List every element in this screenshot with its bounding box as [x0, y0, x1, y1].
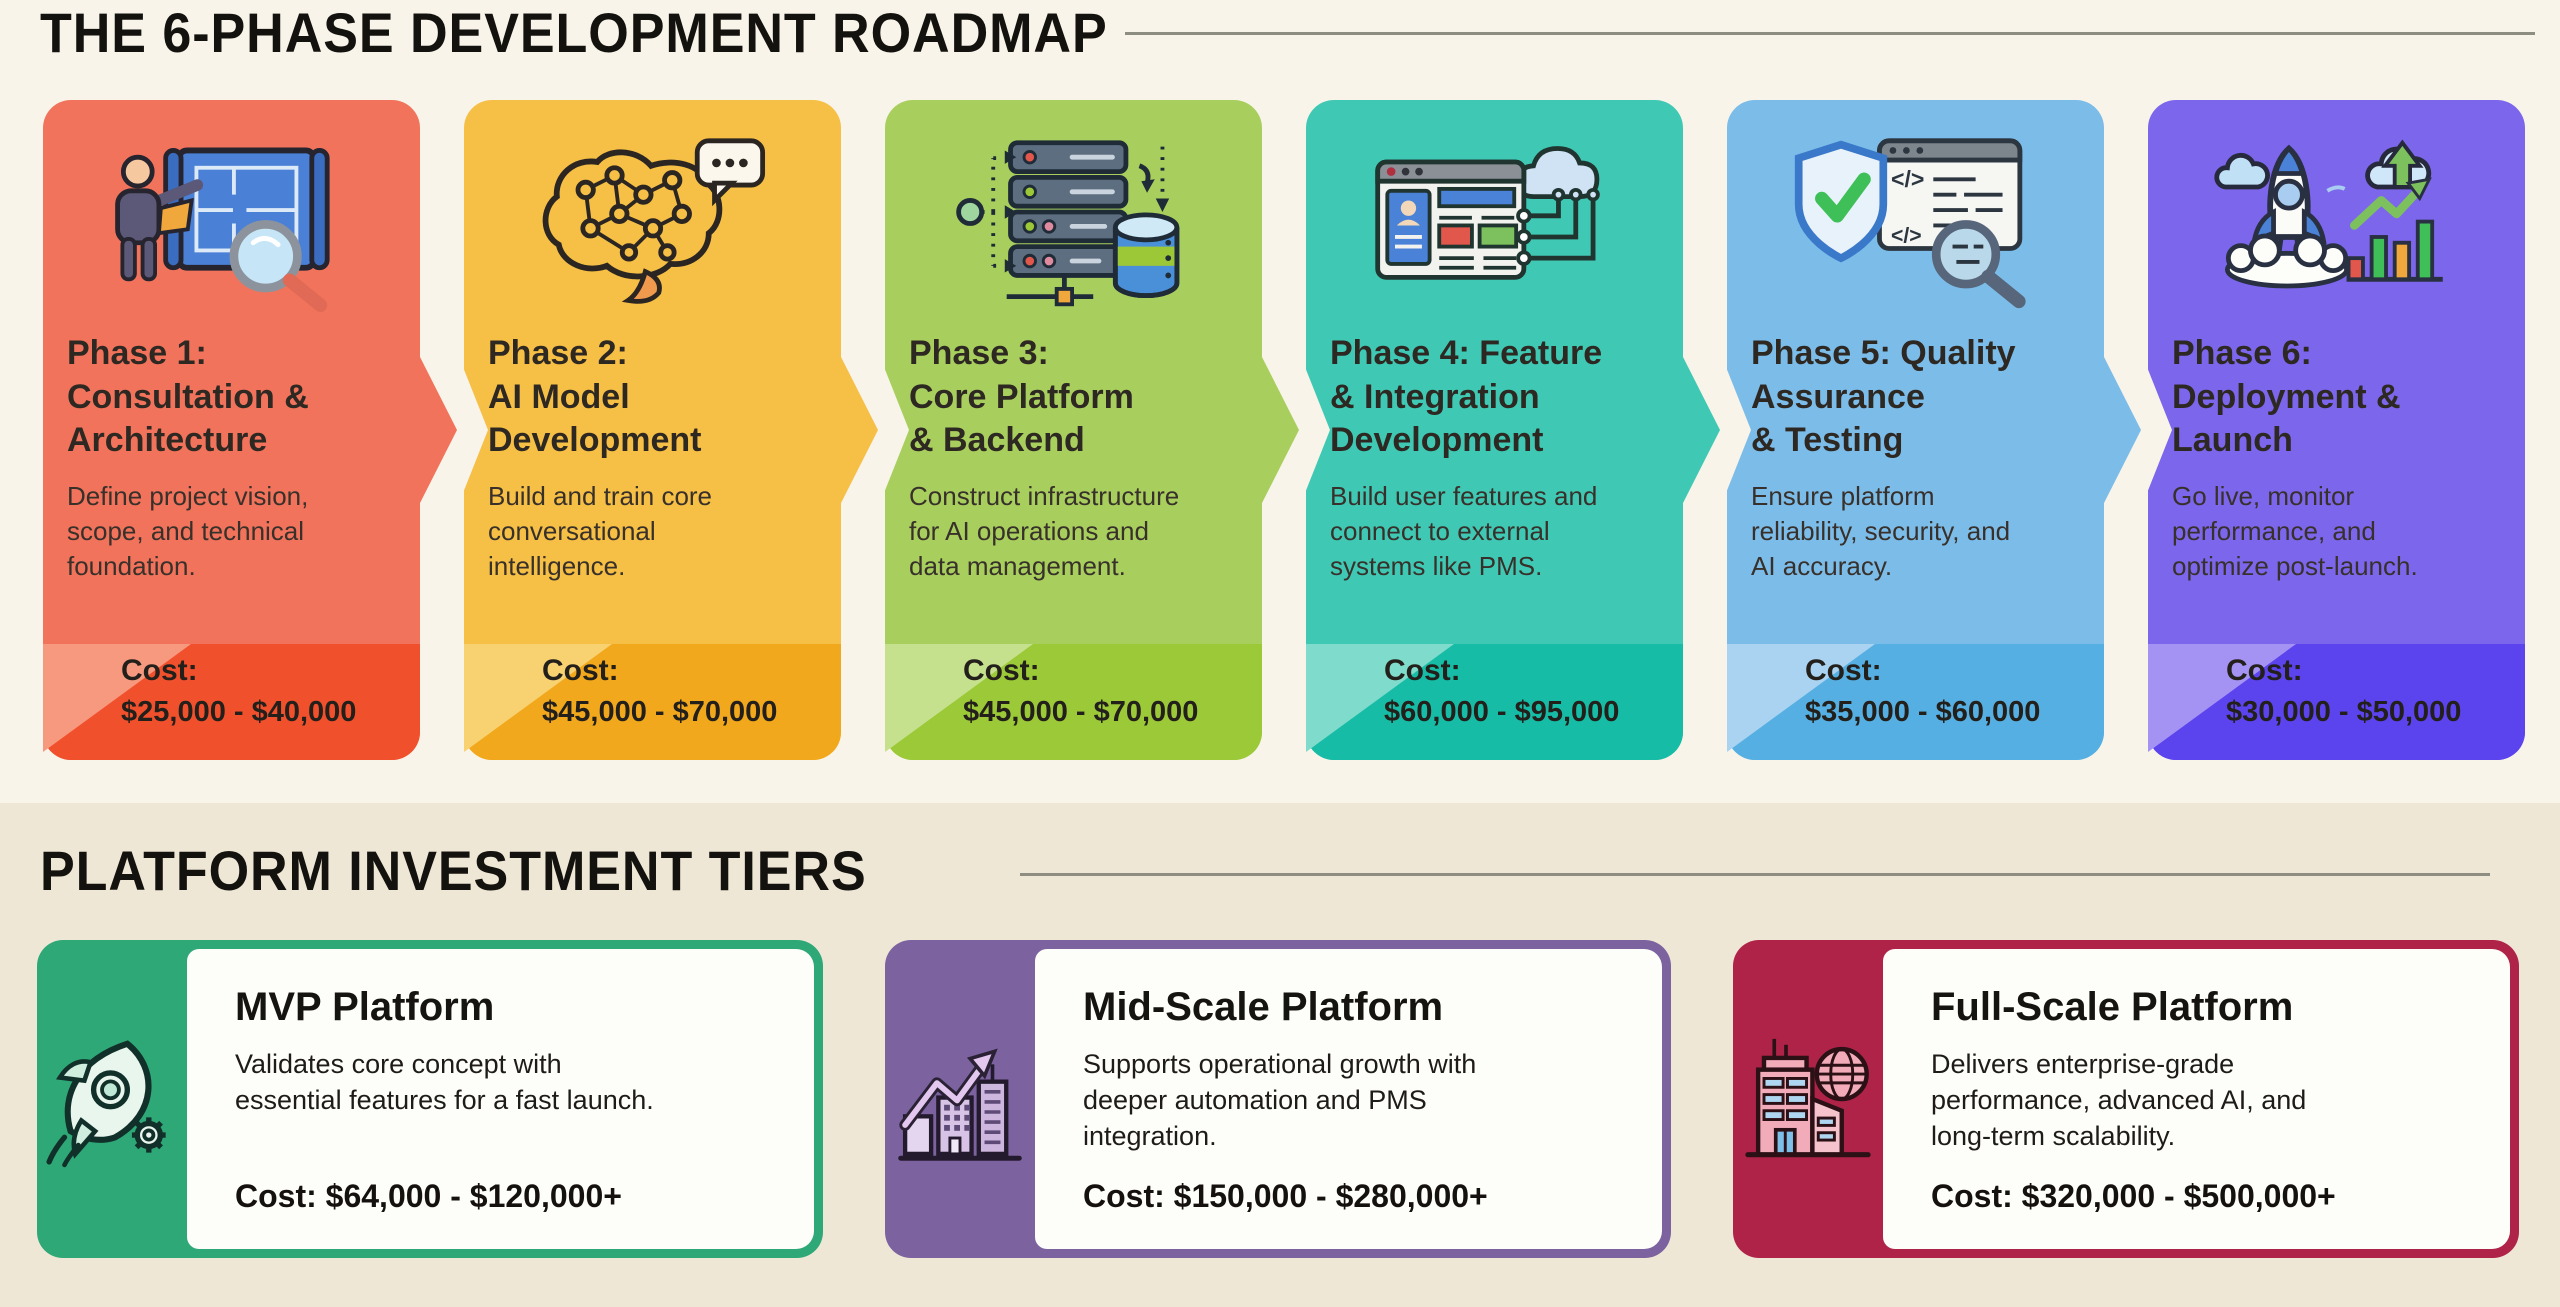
growth-chart-buildings-icon [885, 940, 1035, 1258]
tier-description: Validates core concept with essential fe… [235, 1049, 654, 1116]
roadmap-heading-rule [1125, 32, 2535, 35]
phase-card-1: Phase 1: Consultation & Architecture Def… [43, 100, 457, 760]
phases-row: Phase 1: Consultation & Architecture Def… [43, 100, 2525, 760]
svg-text:</>: </> [1891, 166, 1924, 192]
cost-label: Cost: [542, 654, 619, 687]
cost-label: Cost: [963, 654, 1040, 687]
cost-value: $35,000 - $60,000 [1805, 696, 2041, 728]
phase-arrow-point [1261, 355, 1299, 505]
svg-text:</>: </> [1891, 225, 1922, 248]
phase-cost-band: Cost: $45,000 - $70,000 [885, 644, 1262, 760]
tier-description: Delivers enterprise-grade performance, a… [1931, 1049, 2307, 1152]
tier-name: MVP Platform [235, 985, 495, 1029]
person-blueprint-magnifier-icon [43, 126, 420, 322]
phase-arrow-point [1682, 355, 1720, 505]
cost-label: Cost: [121, 654, 198, 687]
tier-card-full-scale: Full-Scale Platform Delivers enterprise-… [1733, 940, 2519, 1258]
cost-value: $60,000 - $95,000 [1384, 696, 1620, 728]
tier-panel: MVP Platform Validates core concept with… [187, 949, 814, 1249]
phase-description: Construct infrastructure for AI operatio… [909, 480, 1180, 582]
phase-description: Go live, monitor performance, and optimi… [2172, 480, 2418, 582]
phase-cost-band: Cost: $35,000 - $60,000 [1727, 644, 2104, 760]
phase-cost-band: Cost: $45,000 - $70,000 [464, 644, 841, 760]
phase-arrow-point [419, 355, 457, 505]
phase-card-4: Phase 4: Feature & Integration Developme… [1305, 100, 1720, 760]
browser-cloud-integration-icon [1306, 126, 1683, 322]
phase-title: Phase 4: Feature & Integration Developme… [1330, 334, 1603, 460]
tier-panel: Full-Scale Platform Delivers enterprise-… [1883, 949, 2510, 1249]
server-stack-database-icon [885, 126, 1262, 322]
cost-value: $30,000 - $50,000 [2226, 696, 2462, 728]
phase-card-2: Phase 2: AI Model Development Build and … [463, 100, 878, 760]
phase-arrow-point [2103, 355, 2141, 505]
shield-check-code-magnifier-icon: </> </> [1727, 126, 2104, 322]
phase-description: Build and train core conversational inte… [488, 480, 713, 582]
tier-panel: Mid-Scale Platform Supports operational … [1035, 949, 1662, 1249]
phase-cost-band: Cost: $25,000 - $40,000 [43, 644, 420, 760]
cost-value: $45,000 - $70,000 [963, 696, 1199, 728]
tiers-heading: PLATFORM INVESTMENT TIERS [40, 839, 867, 902]
cost-label: Cost: [2226, 654, 2303, 687]
tier-cost: Cost: $320,000 - $500,000+ [1931, 1178, 2336, 1214]
phase-notch [884, 367, 909, 493]
tiers-heading-rule [1020, 873, 2490, 876]
tier-card-mid-scale: Mid-Scale Platform Supports operational … [885, 940, 1671, 1258]
rocket-gear-icon [37, 940, 187, 1258]
roadmap-heading: THE 6-PHASE DEVELOPMENT ROADMAP [40, 1, 1108, 64]
phase-title: Phase 3: Core Platform & Backend [909, 334, 1134, 460]
roadmap-section: THE 6-PHASE DEVELOPMENT ROADMAP [0, 0, 2560, 803]
phase-notch [1726, 367, 1751, 493]
tier-name: Mid-Scale Platform [1083, 985, 1444, 1029]
phase-title: Phase 1: Consultation & Architecture [67, 334, 309, 460]
phase-arrow-point [840, 355, 878, 505]
tier-cost: Cost: $64,000 - $120,000+ [235, 1178, 622, 1214]
phase-card-3: Phase 3: Core Platform & Backend Constru… [884, 100, 1299, 760]
phase-description: Build user features and connect to exter… [1330, 480, 1598, 582]
cost-label: Cost: [1805, 654, 1882, 687]
phase-notch [1305, 367, 1330, 493]
tiers-row: MVP Platform Validates core concept with… [37, 940, 2519, 1258]
phase-title: Phase 6: Deployment & Launch [2172, 334, 2401, 460]
phase-title: Phase 5: Quality Assurance & Testing [1751, 334, 2016, 460]
phase-description: Ensure platform reliability, security, a… [1751, 480, 2011, 582]
brain-network-speech-icon [464, 126, 841, 322]
phase-notch [2147, 367, 2172, 493]
tier-cost: Cost: $150,000 - $280,000+ [1083, 1178, 1488, 1214]
phase-card-6: Phase 6: Deployment & Launch Go live, mo… [2147, 100, 2525, 760]
tier-description: Supports operational growth with deeper … [1083, 1049, 1477, 1152]
cost-value: $45,000 - $70,000 [542, 696, 778, 728]
tier-card-mvp: MVP Platform Validates core concept with… [37, 940, 823, 1258]
building-globe-icon [1733, 940, 1883, 1258]
rocket-launch-growth-icon [2148, 126, 2525, 322]
phase-card-5: </> </> Phase 5: Quality Assurance & Tes… [1726, 100, 2141, 760]
phase-cost-band: Cost: $30,000 - $50,000 [2148, 644, 2525, 760]
phase-cost-band: Cost: $60,000 - $95,000 [1306, 644, 1683, 760]
tiers-section: PLATFORM INVESTMENT TIERS [0, 803, 2560, 1307]
phase-notch [463, 367, 488, 493]
phase-title: Phase 2: AI Model Development [488, 334, 702, 460]
phase-description: Define project vision, scope, and techni… [67, 480, 309, 582]
tier-name: Full-Scale Platform [1931, 985, 2294, 1029]
cost-value: $25,000 - $40,000 [121, 696, 357, 728]
cost-label: Cost: [1384, 654, 1461, 687]
